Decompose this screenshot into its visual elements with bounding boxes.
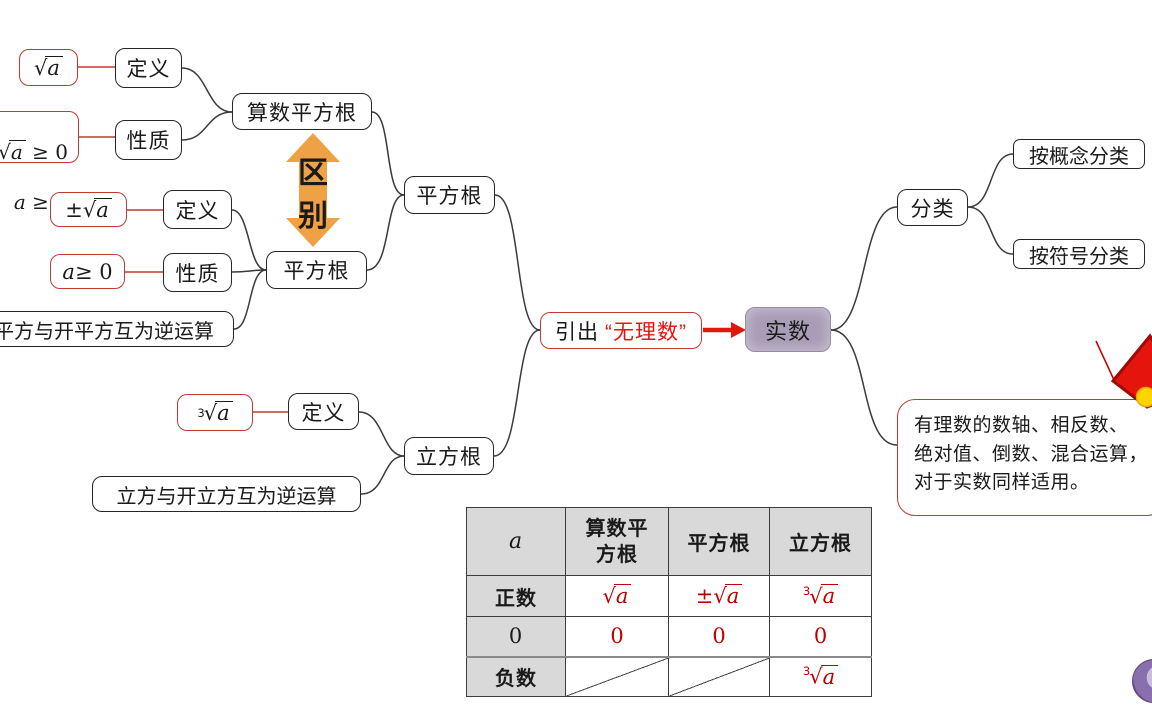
ge-zero: ≥ 0: [74, 259, 113, 284]
cube-index: 3: [802, 664, 811, 679]
sqrt-sub-node: 平方根: [266, 251, 367, 289]
row-label-zero: 0: [466, 616, 566, 657]
cube-index: 3: [197, 405, 205, 420]
radicand: a: [94, 197, 112, 221]
header-arith-sqrt: 算数平 方根: [565, 507, 669, 576]
row-label-positive: 正数: [466, 575, 566, 617]
radical-sign: √: [34, 55, 48, 80]
definition-node-sqrt: 定义: [163, 190, 232, 229]
classify-node: 分类: [897, 189, 968, 226]
table-row-negative: 负数 3√a: [466, 655, 872, 697]
plus-minus-sign: ±: [695, 584, 714, 608]
radical-sign: √: [0, 140, 11, 164]
node-label: 立方根: [416, 446, 482, 469]
node-label: 算数平方根: [247, 101, 357, 125]
node-label: 立方与开立方互为逆运算: [116, 485, 337, 508]
node-label: 定义: [126, 58, 171, 81]
cbrt-a-node: 3√a: [177, 394, 253, 431]
cell-negative-sqrt-slash: [668, 655, 770, 697]
node-label: 定义: [175, 199, 220, 223]
ge-zero: ≥ 0: [25, 140, 68, 164]
definition-node-cube: 定义: [288, 393, 359, 430]
square-inverse-node: 平方与开平方互为逆运算: [0, 311, 234, 347]
a-variable: a: [13, 190, 26, 214]
node-label: 平方根: [416, 185, 483, 208]
arith-sqrt-node: 算数平方根: [232, 93, 372, 130]
cube-inverse-node: 立方与开立方互为逆运算: [92, 476, 361, 512]
definition-node-arith: 定义: [115, 48, 182, 88]
cell-positive-arith: √a: [565, 575, 669, 617]
pm-sqrt-a-node: ±√a: [50, 192, 127, 227]
node-label: 按概念分类: [1029, 145, 1129, 168]
header-cube: 立方根: [769, 507, 872, 576]
red-flag-icon: [1095, 333, 1152, 409]
cell-zero-cube: 0: [769, 616, 872, 657]
node-label: 实数: [764, 318, 811, 344]
header-a: a: [466, 507, 566, 576]
note-text: 有理数的数轴、相反数、 绝对值、倒数、混合运算， 对于实数同样适用。: [914, 415, 1149, 493]
radicand: a: [613, 584, 632, 607]
roots-summary-table: a 算数平 方根 平方根 立方根 正数 √a ±√a 3√a 0 0 0 0 负…: [466, 507, 872, 697]
cell-negative-cube: 3√a: [769, 655, 872, 697]
cell-zero-arith: 0: [565, 616, 669, 657]
sqrt-a-node: √a: [19, 49, 78, 86]
node-label: 平方根: [283, 260, 350, 283]
radicand: a: [820, 665, 839, 688]
plus-minus-sign: ±: [65, 197, 83, 222]
watermark-logo-icon: [1132, 659, 1152, 703]
difference-label: 区 别: [298, 157, 328, 233]
node-label: 平方与开平方互为逆运算: [0, 320, 214, 343]
sqrt-main-node: 平方根: [404, 176, 495, 214]
property-node-sqrt: 性质: [163, 253, 232, 292]
radical-sign: √: [809, 584, 823, 609]
property-line-1: √a ≥ 0: [0, 140, 68, 165]
radical-sign: √: [203, 400, 218, 425]
radical-sign: √: [713, 584, 727, 608]
lead-in-black-text: 引出: [555, 320, 599, 344]
lead-in-red-text: “无理数”: [605, 320, 687, 344]
cell-negative-arith-slash: [565, 655, 669, 697]
radicand: a: [45, 55, 63, 79]
note-callout: 有理数的数轴、相反数、 绝对值、倒数、混合运算， 对于实数同样适用。: [897, 399, 1152, 516]
a-ge-zero-node: a ≥ 0: [50, 254, 125, 289]
real-number-node: 实数: [745, 307, 831, 352]
row-label-negative: 负数: [466, 655, 566, 697]
radical-sign: √: [809, 665, 823, 690]
cell-positive-sqrt: ±√a: [668, 575, 770, 617]
a-variable: a: [62, 259, 75, 284]
node-label: 定义: [301, 401, 346, 425]
cube-index: 3: [802, 583, 811, 598]
radicand: a: [820, 584, 839, 607]
by-symbol-node: 按符号分类: [1013, 239, 1145, 269]
radical-sign: √: [602, 584, 616, 608]
node-label: 按符号分类: [1029, 245, 1129, 268]
radicand: a: [215, 400, 233, 424]
arith-sqrt-properties-node: √a ≥ 0 a ≥ 0: [0, 111, 79, 214]
table-row-zero: 0 0 0 0: [466, 616, 872, 657]
radicand: a: [724, 584, 743, 607]
table-header-row: a 算数平 方根 平方根 立方根: [466, 507, 872, 576]
table-row-positive: 正数 √a ±√a 3√a: [466, 575, 872, 617]
node-label: 分类: [910, 197, 955, 221]
property-node-arith: 性质: [115, 120, 182, 160]
lead-in-node: 引出 “无理数”: [540, 312, 702, 349]
radical-sign: √: [82, 197, 97, 222]
cell-zero-sqrt: 0: [668, 616, 770, 657]
cube-main-node: 立方根: [404, 437, 494, 475]
cell-positive-cube: 3√a: [769, 575, 872, 617]
node-label: 性质: [126, 130, 171, 153]
header-sqrt: 平方根: [668, 507, 770, 576]
radicand: a: [8, 140, 26, 162]
by-concept-node: 按概念分类: [1013, 139, 1145, 169]
node-label: 性质: [175, 262, 220, 286]
lead-in-arrow: [703, 322, 746, 338]
